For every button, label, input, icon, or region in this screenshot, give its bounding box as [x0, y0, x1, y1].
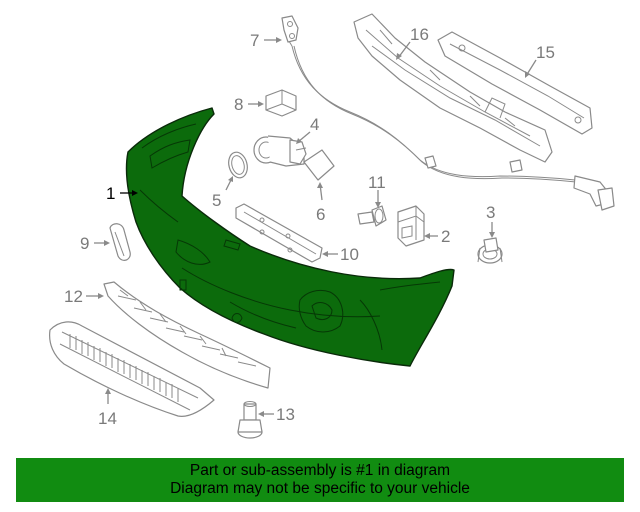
callout-9[interactable]: 9 — [80, 234, 89, 253]
callout-13[interactable]: 13 — [276, 405, 295, 424]
callout-10[interactable]: 10 — [340, 245, 359, 264]
callout-7[interactable]: 7 — [250, 31, 259, 50]
callout-11[interactable]: 11 — [368, 173, 386, 192]
banner-line-2: Diagram may not be specific to your vehi… — [170, 480, 470, 497]
callout-6[interactable]: 6 — [316, 205, 325, 224]
callout-12[interactable]: 12 — [64, 287, 83, 306]
notice-banner: Part or sub-assembly is #1 in diagram Di… — [16, 458, 624, 502]
part-13-stud-fastener[interactable] — [237, 401, 263, 439]
part-6-sensor-pad[interactable] — [303, 149, 335, 181]
banner-line-1: Part or sub-assembly is #1 in diagram — [189, 462, 451, 479]
part-8-sensor-bracket[interactable] — [265, 89, 297, 117]
callout-5[interactable]: 5 — [212, 191, 221, 210]
part-15-bracket[interactable] — [437, 31, 593, 135]
callout-2[interactable]: 2 — [441, 227, 450, 246]
part-3-push-pin[interactable] — [477, 237, 503, 264]
part-7-wiring-harness[interactable] — [281, 15, 615, 211]
part-4-parking-sensor[interactable] — [253, 135, 307, 167]
part-1-bumper-cover[interactable] — [125, 107, 455, 367]
callout-15[interactable]: 15 — [536, 43, 555, 62]
part-12-lower-grille[interactable] — [103, 281, 271, 389]
callout-3[interactable]: 3 — [486, 203, 495, 222]
callout-8[interactable]: 8 — [234, 95, 243, 114]
part-10-license-bracket[interactable] — [235, 203, 323, 263]
callout-1[interactable]: 1 — [106, 184, 115, 203]
part-2-retainer-clip[interactable] — [397, 205, 425, 247]
part-11-bolt[interactable] — [357, 205, 387, 227]
part-9-reflector[interactable] — [109, 223, 131, 261]
callout-14[interactable]: 14 — [98, 409, 117, 428]
parts-diagram: 1 2 3 4 5 6 7 8 9 10 11 12 13 14 15 16 — [49, 13, 615, 439]
callout-16[interactable]: 16 — [410, 25, 429, 44]
callout-4[interactable]: 4 — [310, 115, 319, 134]
part-14-skid-plate[interactable] — [49, 321, 215, 417]
part-5-seal-ring[interactable] — [226, 150, 250, 180]
